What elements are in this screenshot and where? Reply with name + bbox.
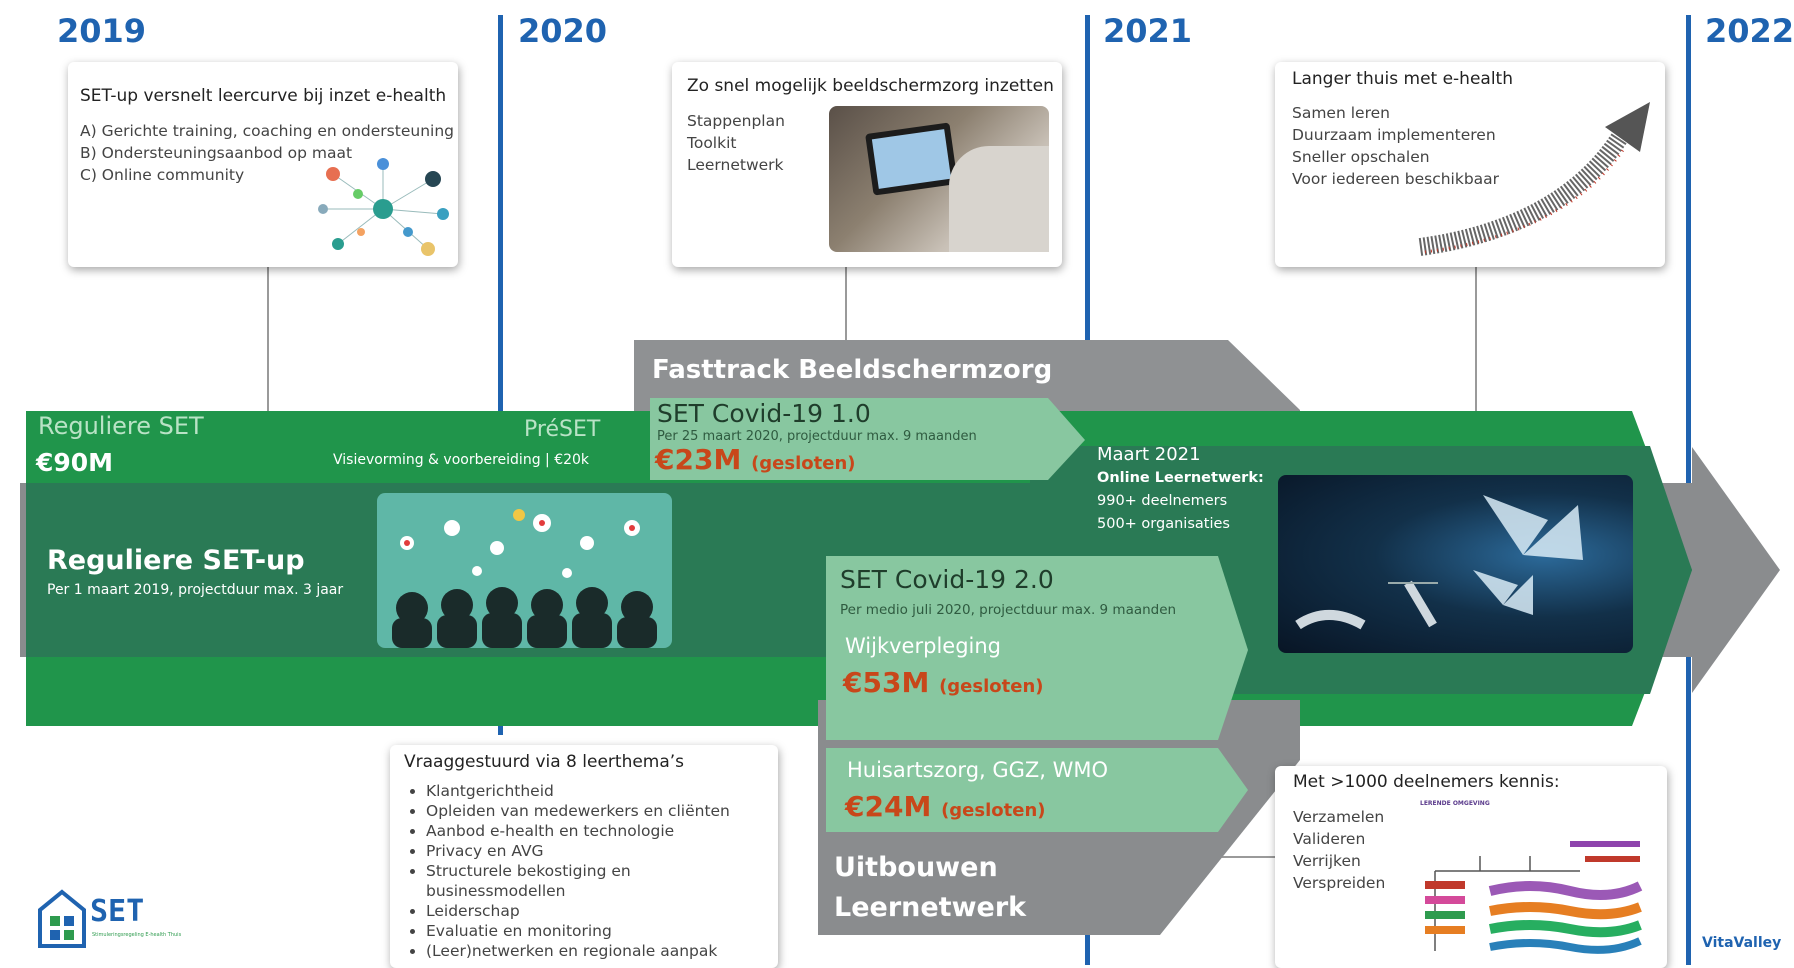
network-icon [318,158,449,256]
diagram-title: LERENDE OMGEVING [1420,800,1490,807]
tablet-videocall-photo [829,106,1049,252]
preset-title: PréSET [524,417,601,442]
connector-2021 [1475,265,1477,450]
huis-amount-value: €24M [845,790,932,823]
card-line: Toolkit [687,134,737,152]
set-logo: SET Stimuleringsregeling E-health Thuis [36,888,181,953]
reguliere-set-amount: €90M [36,448,114,477]
card-title: Met >1000 deelnemers kennis: [1293,772,1560,792]
theme-item: Aanbod e-health en technologie [426,821,796,841]
card-line: A) Gerichte training, coaching en onders… [80,122,454,140]
theme-item: Privacy en AVG [426,841,796,861]
huis-arrow [826,748,1248,832]
set-logo-icon [38,889,86,948]
theme-item: Evaluatie en monitoring [426,921,796,941]
setup-title: Reguliere SET-up [47,545,305,576]
theme-item: Structurele bekostiging en businessmodel… [426,861,676,901]
card-langer-thuis: Langer thuis met e-health Samen leren Du… [1275,62,1665,267]
theme-item: Leiderschap [426,901,796,921]
covid1-amount-value: €23M [655,443,742,476]
vitavalley-logo: VitaValley [1702,935,1782,951]
card-line: Sneller opschalen [1292,148,1430,166]
year-label-2019: 2019 [57,12,147,50]
card-line: C) Online community [80,166,245,184]
card-title: Zo snel mogelijk beeldschermzorg inzette… [687,76,1054,96]
card-kennis: Met >1000 deelnemers kennis: Verzamelen … [1275,766,1667,968]
covid1-subtitle: Per 25 maart 2020, projectduur max. 9 ma… [657,429,977,444]
thinking-people-illustration [377,493,672,648]
covid2-subtitle: Per medio juli 2020, projectduur max. 9 … [840,602,1177,618]
card-line: Duurzaam implementeren [1292,126,1496,144]
setup-subtitle: Per 1 maart 2019, projectduur max. 3 jaa… [47,582,344,598]
card-line: Stappenplan [687,112,785,130]
card-title: SET-up versnelt leercurve bij inzet e-he… [80,86,447,106]
covid1-title: SET Covid-19 1.0 [657,399,871,428]
wijk-amount: €53M (gesloten) [843,666,1044,699]
covid1-status: (gesloten) [751,453,856,474]
card-leerthemas: Vraaggestuurd via 8 leerthema’s Klantger… [390,745,778,968]
wijk-label: Wijkverpleging [845,634,1002,658]
card-line: B) Ondersteuningsaanbod op maat [80,144,353,162]
online-date: Maart 2021 [1097,444,1201,465]
online-title: Online Leernetwerk: [1097,470,1264,486]
card-title: Vraaggestuurd via 8 leerthema’s [404,752,685,772]
huis-amount: €24M (gesloten) [845,790,1046,823]
covid2-title: SET Covid-19 2.0 [840,565,1054,594]
reguliere-set-title: Reguliere SET [38,412,204,440]
card-line: Leernetwerk [687,156,784,174]
card-line: Voor iedereen beschikbaar [1292,170,1500,188]
card-setup-leercurve: SET-up versnelt leercurve bij inzet e-he… [68,62,458,267]
card-line: Verrijken [1293,852,1361,870]
wijk-amount-value: €53M [843,666,930,699]
covid2-arrow [826,556,1248,740]
connector-2019 [267,262,269,477]
card-line: Samen leren [1292,104,1390,122]
learning-environment-diagram [1425,841,1643,954]
theme-item: Opleiden van medewerkers en cliënten [426,801,796,821]
themes-list: Klantgerichtheid Opleiden van medewerker… [404,781,796,961]
covid1-arrow [650,398,1085,480]
covid1-amount: €23M (gesloten) [655,443,856,476]
preset-subtitle: Visievorming & voorbereiding | €20k [333,452,590,468]
wijk-status: (gesloten) [939,676,1044,697]
online-participants: 990+ deelnemers [1097,493,1228,509]
uitbouwen-line-2: Leernetwerk [834,892,1027,923]
connector-2020 [845,265,847,345]
butterfly-icons [1295,495,1583,630]
uitbouwen-line-1: Uitbouwen [834,852,998,883]
fasttrack-title: Fasttrack Beeldschermzorg [652,355,1053,385]
year-line-2020 [498,15,503,735]
card-line: Valideren [1293,830,1366,848]
huis-status: (gesloten) [941,800,1046,821]
year-label-2022: 2022 [1705,12,1794,50]
year-label-2020: 2020 [518,12,608,50]
card-beeldschermzorg: Zo snel mogelijk beeldschermzorg inzette… [672,62,1062,267]
year-label-2021: 2021 [1103,12,1193,50]
card-line: Verzamelen [1293,808,1385,826]
set-logo-text: SET [90,894,145,929]
crowd-arrow-icon [1418,102,1650,256]
people-icons [392,509,657,648]
theme-item: Klantgerichtheid [426,781,796,801]
card-line: Verspreiden [1293,874,1386,892]
huis-label: Huisartszorg, GGZ, WMO [847,758,1109,782]
theme-item: (Leer)netwerken en regionale aanpak [426,941,796,961]
set-logo-tagline: Stimuleringsregeling E-health Thuis [92,932,182,938]
card-title: Langer thuis met e-health [1292,69,1513,89]
online-organisations: 500+ organisaties [1097,516,1230,532]
butterfly-transformation-image [1278,475,1633,653]
connector-bottom-right [1210,856,1275,858]
